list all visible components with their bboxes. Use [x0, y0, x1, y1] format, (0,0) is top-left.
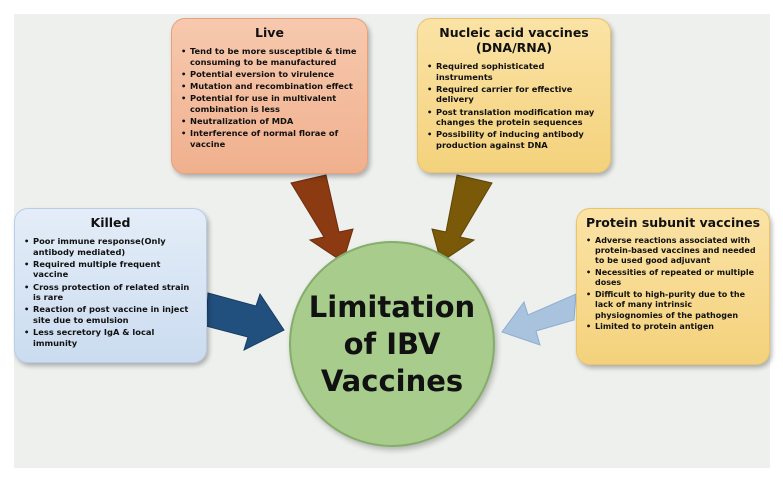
killed-vaccine-box: Killed Poor immune response(Only antibod… — [14, 208, 207, 363]
protein-subunit-vaccine-box: Protein subunit vaccines Adverse reactio… — [576, 208, 770, 365]
list-item: Difficult to high-purity due to the lack… — [586, 290, 761, 321]
list-item: Neutralization of MDA — [181, 116, 359, 127]
live-list: Tend to be more susceptible & time consu… — [180, 46, 359, 149]
live-title: Live — [255, 25, 284, 40]
nucleic-acid-vaccine-box: Nucleic acid vaccines (DNA/RNA) Required… — [417, 18, 611, 173]
nucleic-title: Nucleic acid vaccines (DNA/RNA) — [426, 25, 602, 55]
list-item: Adverse reactions associated with protei… — [586, 236, 761, 267]
list-item: Post translation modification may change… — [427, 107, 602, 128]
center-title-line2: of IBV — [343, 326, 441, 361]
killed-arrow — [205, 292, 285, 351]
nucleic-arrow — [431, 174, 493, 263]
list-item: Reaction of post vaccine in inject site … — [24, 304, 198, 325]
center-title-line1: Limitation — [308, 289, 476, 324]
list-item: Required carrier for effective delivery — [427, 84, 602, 105]
list-item: Potential for use in multivalent combina… — [181, 93, 359, 114]
live-arrow — [290, 174, 354, 263]
protein-title: Protein subunit vaccines — [585, 215, 761, 230]
killed-title: Killed — [90, 215, 131, 230]
list-item: Interference of normal florae of vaccine — [181, 128, 359, 149]
protein-arrow — [501, 293, 577, 346]
list-item: Tend to be more susceptible & time consu… — [181, 46, 359, 67]
center-title-line3: Vaccines — [320, 363, 464, 398]
live-vaccine-box: Live Tend to be more susceptible & time … — [171, 18, 368, 174]
list-item: Limited to protein antigen — [586, 322, 761, 332]
nucleic-list: Required sophisticated instruments Requi… — [426, 61, 602, 151]
list-item: Required multiple frequent vaccine — [24, 259, 198, 280]
list-item: Required sophisticated instruments — [427, 61, 602, 82]
list-item: Less secretory IgA & local immunity — [24, 327, 198, 348]
nucleic-title-line1: Nucleic acid vaccines — [439, 25, 589, 40]
protein-list: Adverse reactions associated with protei… — [585, 236, 761, 333]
list-item: Possibility of inducing antibody product… — [427, 129, 602, 150]
center-circle: Limitation of IBV Vaccines — [289, 241, 495, 447]
killed-list: Poor immune response(Only antibody media… — [23, 236, 198, 348]
list-item: Necessities of repeated or multiple dose… — [586, 268, 761, 288]
nucleic-title-line2: (DNA/RNA) — [475, 40, 553, 55]
list-item: Poor immune response(Only antibody media… — [24, 236, 198, 257]
list-item: Potential eversion to virulence — [181, 69, 359, 80]
list-item: Cross protection of related strain is ra… — [24, 282, 198, 303]
center-title: Limitation of IBV Vaccines — [307, 289, 477, 400]
list-item: Mutation and recombination effect — [181, 81, 359, 92]
